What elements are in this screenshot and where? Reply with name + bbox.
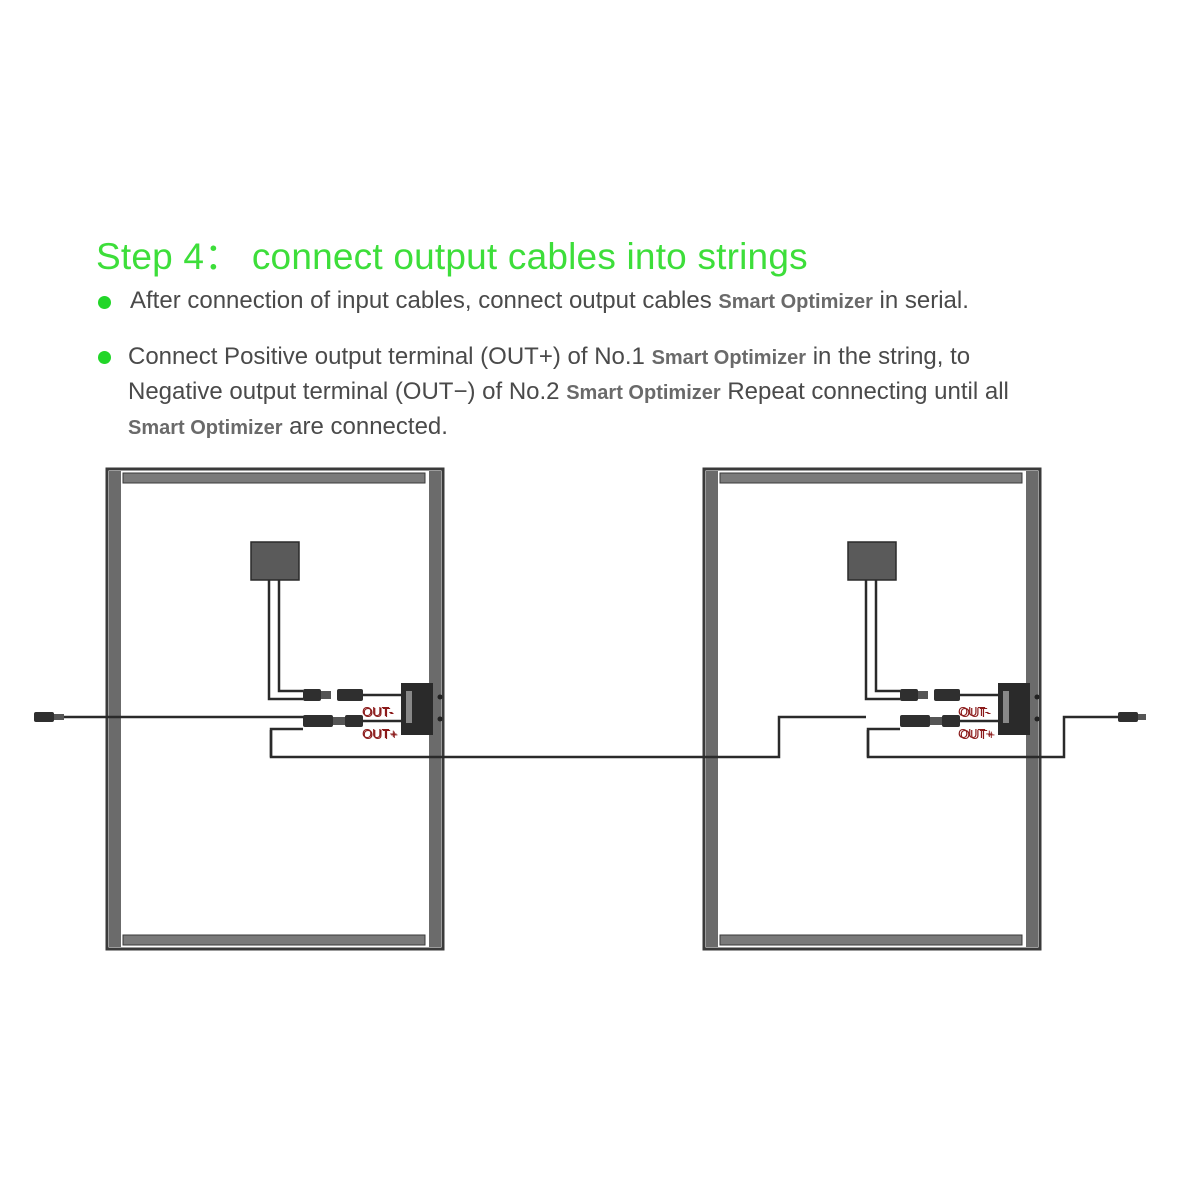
- panel2-out-minus-label: OUT-: [958, 704, 989, 719]
- solar-panel-2: [702, 467, 1042, 951]
- bullet-dot-1: [98, 296, 111, 309]
- string-output-cable: [866, 712, 1146, 759]
- instruction-text: After connection of input cables, connec…: [130, 287, 719, 314]
- product-name-highlight: Smart Optimizer: [128, 417, 283, 439]
- instruction-line: After connection of input cables, connec…: [130, 284, 969, 319]
- instruction-text: Connect Positive output terminal (OUT+) …: [128, 343, 652, 370]
- instruction-text: are connected.: [282, 413, 448, 440]
- panel1-out-minus-label: OUT-: [362, 704, 393, 719]
- product-name-highlight: Smart Optimizer: [718, 291, 873, 313]
- string-input-cable: [34, 712, 304, 722]
- step-instruction-1: After connection of input cables, connec…: [130, 284, 969, 319]
- product-name-highlight: Smart Optimizer: [566, 382, 721, 404]
- product-name-highlight: Smart Optimizer: [651, 347, 807, 369]
- instruction-line: Negative output terminal (OUT−) of No.2 …: [128, 375, 1009, 410]
- instruction-text: Negative output terminal (OUT−) of No.2: [128, 378, 567, 405]
- panel2-out-plus-label: OUT+: [958, 726, 993, 741]
- step-instruction-2: Connect Positive output terminal (OUT+) …: [128, 340, 1009, 445]
- instruction-text: Repeat connecting until all: [720, 378, 1009, 405]
- series-link-cable: [269, 715, 866, 759]
- instruction-text: in serial.: [872, 287, 969, 314]
- bullet-dot-2: [98, 351, 111, 364]
- instruction-line: Smart Optimizer are connected.: [128, 410, 1009, 445]
- panel1-out-plus-label: OUT+: [362, 726, 397, 741]
- instruction-line: Connect Positive output terminal (OUT+) …: [128, 340, 1009, 375]
- instruction-text: in the string, to: [806, 343, 971, 370]
- step-title: Step 4： connect output cables into strin…: [96, 236, 808, 277]
